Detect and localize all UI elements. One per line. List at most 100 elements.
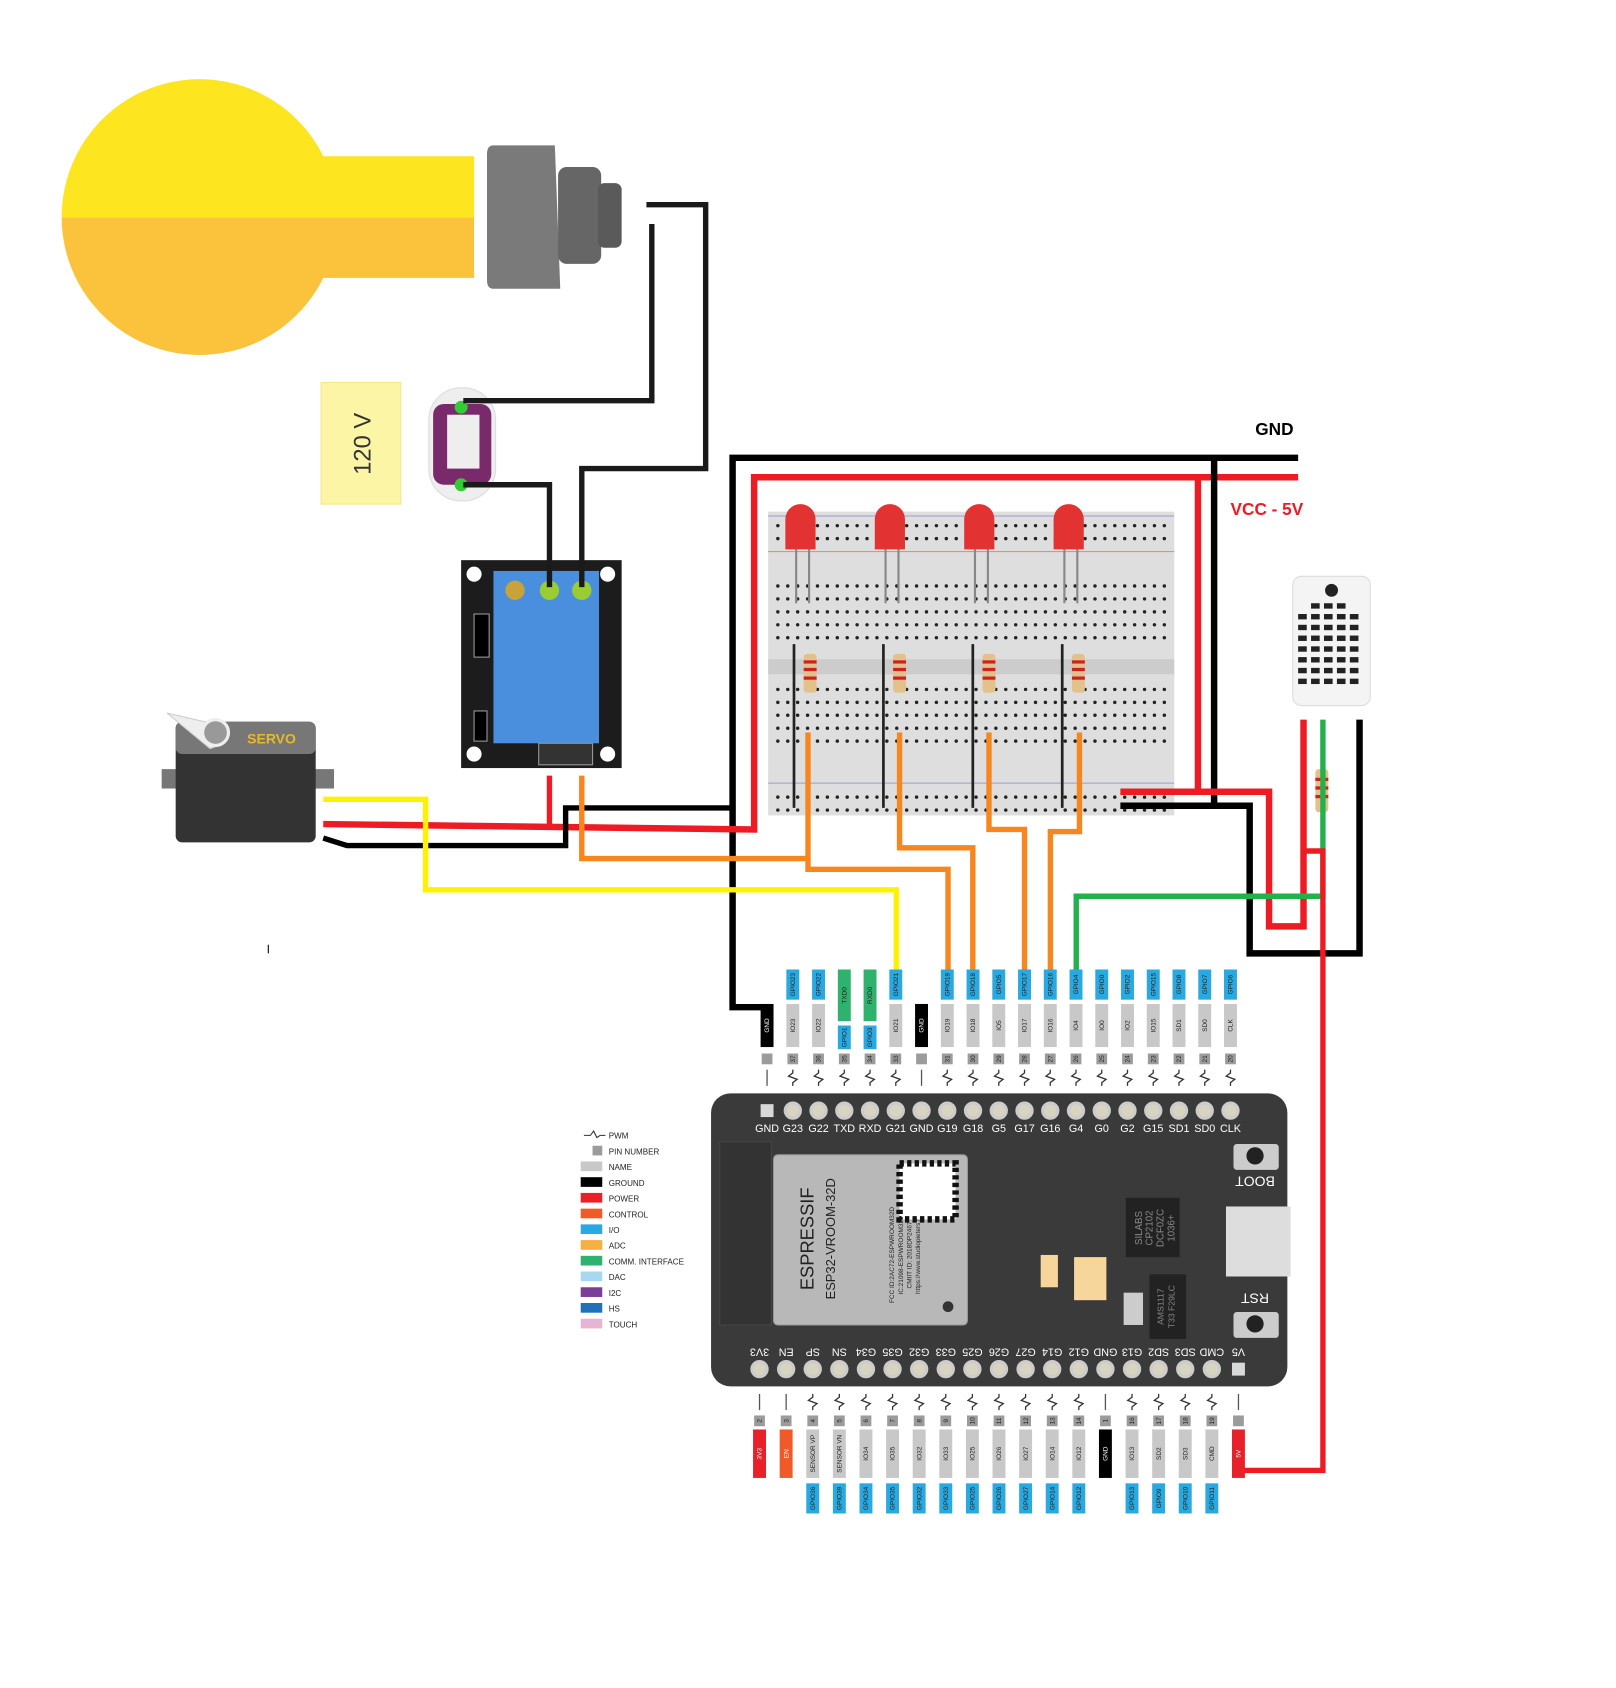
svg-text:IO34: IO34 [863, 1446, 870, 1460]
svg-text:22: 22 [1176, 1055, 1183, 1063]
pin-hole [1015, 1101, 1034, 1120]
pwm-icon [1199, 1069, 1211, 1086]
svg-text:10: 10 [970, 1417, 977, 1425]
led-2 [874, 504, 905, 808]
svg-text:IO25: IO25 [970, 1446, 977, 1460]
pin-hole [1202, 1359, 1222, 1379]
gpio-tag [1018, 969, 1031, 1000]
svg-text:SILABS: SILABS [1134, 1211, 1145, 1245]
svg-text:33: 33 [893, 1055, 900, 1063]
board-pin-label: G17 [1014, 1123, 1034, 1135]
pwm-icon [1224, 1069, 1237, 1086]
pin-hole [856, 1359, 876, 1379]
pin-number [1147, 1053, 1159, 1065]
pin-hole [1066, 1101, 1086, 1120]
board-pin-label: GND [755, 1123, 779, 1135]
svg-text:GPIO19: GPIO19 [944, 973, 951, 997]
svg-text:SERVO: SERVO [247, 730, 296, 746]
svg-text:GPIO25: GPIO25 [970, 1486, 977, 1510]
pwm-icon [1126, 1393, 1138, 1411]
board-pin-label: SD2 [1148, 1346, 1169, 1358]
pin-hole [1069, 1359, 1088, 1379]
pin-name-tag [832, 1429, 846, 1478]
pin-name-tag [1069, 1003, 1083, 1048]
svg-text:GPIO32: GPIO32 [916, 1486, 923, 1510]
gpio-tag [1198, 969, 1212, 1000]
pwm-icon [1018, 1069, 1031, 1086]
legend-item-comm-interface: COMM. INTERFACE [580, 1255, 685, 1266]
svg-text:GPIO0: GPIO0 [1099, 974, 1106, 994]
gpio-tag [886, 1483, 900, 1514]
svg-text:CLK: CLK [1228, 1019, 1235, 1032]
svg-text:GPIO35: GPIO35 [890, 1486, 897, 1510]
pin-hole [910, 1359, 929, 1379]
legend-label: DAC [609, 1273, 626, 1282]
pwm-icon [583, 1130, 606, 1139]
board-pin-label: G23 [783, 1123, 803, 1135]
pin-number [754, 1415, 765, 1427]
svg-text:IO13: IO13 [1129, 1446, 1136, 1460]
pin-name-tag [1019, 1429, 1033, 1478]
pin-headers: GNDGNDG2337IO23GPIO23G2236IO22GPIO22TXD3… [750, 969, 1245, 1514]
svg-text:29: 29 [996, 1055, 1003, 1063]
pwm-icon [1152, 1393, 1165, 1411]
wire-bb-vcc [1120, 719, 1307, 930]
svg-text:EN: EN [783, 1449, 790, 1458]
board-pin-label: G21 [886, 1123, 906, 1135]
svg-text:17: 17 [1156, 1417, 1163, 1425]
svg-text:5V: 5V [1236, 1449, 1243, 1458]
gpio-tag [812, 969, 826, 1000]
board-pin-label: G0 [1095, 1123, 1109, 1135]
svg-text:GPIO7: GPIO7 [1202, 974, 1209, 994]
svg-text:31: 31 [944, 1055, 951, 1063]
pin-name-tag [940, 1003, 954, 1048]
gpio-tag [1069, 969, 1083, 1000]
board-pin-label: RXD [859, 1123, 882, 1135]
pin-hole [1122, 1359, 1142, 1379]
wire-led2 [896, 732, 976, 970]
svg-text:BOOT: BOOT [1235, 1173, 1275, 1189]
pin-name-tag [1018, 1003, 1031, 1048]
svg-text:GPIO5: GPIO5 [996, 974, 1003, 994]
wire-bb-gnd [1120, 719, 1363, 957]
svg-text:GPIO11: GPIO11 [1209, 1487, 1216, 1510]
